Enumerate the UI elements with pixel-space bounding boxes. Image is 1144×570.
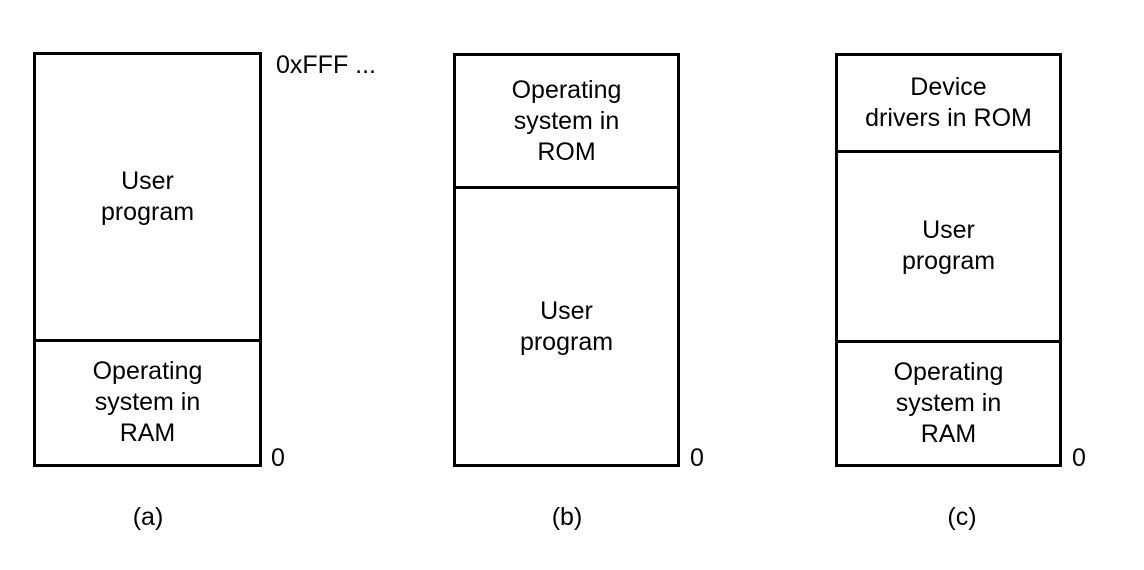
- memory-segment-c-operating-system-ram: Operating system in RAM: [838, 339, 1059, 464]
- address-label-bottom-c: 0: [1072, 444, 1086, 472]
- memory-segment-c-user-program: User program: [838, 149, 1059, 340]
- memory-segment-label: User program: [100, 166, 195, 226]
- panel-caption-b: (b): [551, 503, 583, 531]
- memory-segment-label: User program: [519, 296, 614, 356]
- memory-segment-a-operating-system-ram: Operating system in RAM: [36, 338, 259, 464]
- address-label-top-a: 0xFFF ...: [276, 51, 376, 79]
- memory-segment-label: Operating system in RAM: [92, 357, 203, 448]
- memory-segment-label: Operating system in ROM: [511, 75, 622, 166]
- memory-segment-b-operating-system-rom: Operating system in ROM: [456, 56, 677, 187]
- memory-segment-c-device-drivers-rom: Device drivers in ROM: [838, 56, 1059, 150]
- memory-map-b: Operating system in ROM User program: [453, 53, 680, 467]
- memory-segment-label: Operating system in RAM: [893, 357, 1004, 448]
- memory-map-a: User program Operating system in RAM: [33, 52, 262, 467]
- memory-segment-label: Device drivers in ROM: [865, 72, 1032, 132]
- panel-caption-c: (c): [947, 503, 977, 531]
- address-label-bottom-a: 0: [271, 444, 285, 472]
- memory-segment-label: User program: [901, 216, 996, 276]
- memory-segment-b-user-program: User program: [456, 186, 677, 464]
- panel-caption-a: (a): [132, 503, 164, 531]
- memory-map-c: Device drivers in ROM User program Opera…: [835, 53, 1062, 467]
- memory-segment-a-user-program: User program: [36, 55, 259, 339]
- address-label-bottom-b: 0: [690, 444, 704, 472]
